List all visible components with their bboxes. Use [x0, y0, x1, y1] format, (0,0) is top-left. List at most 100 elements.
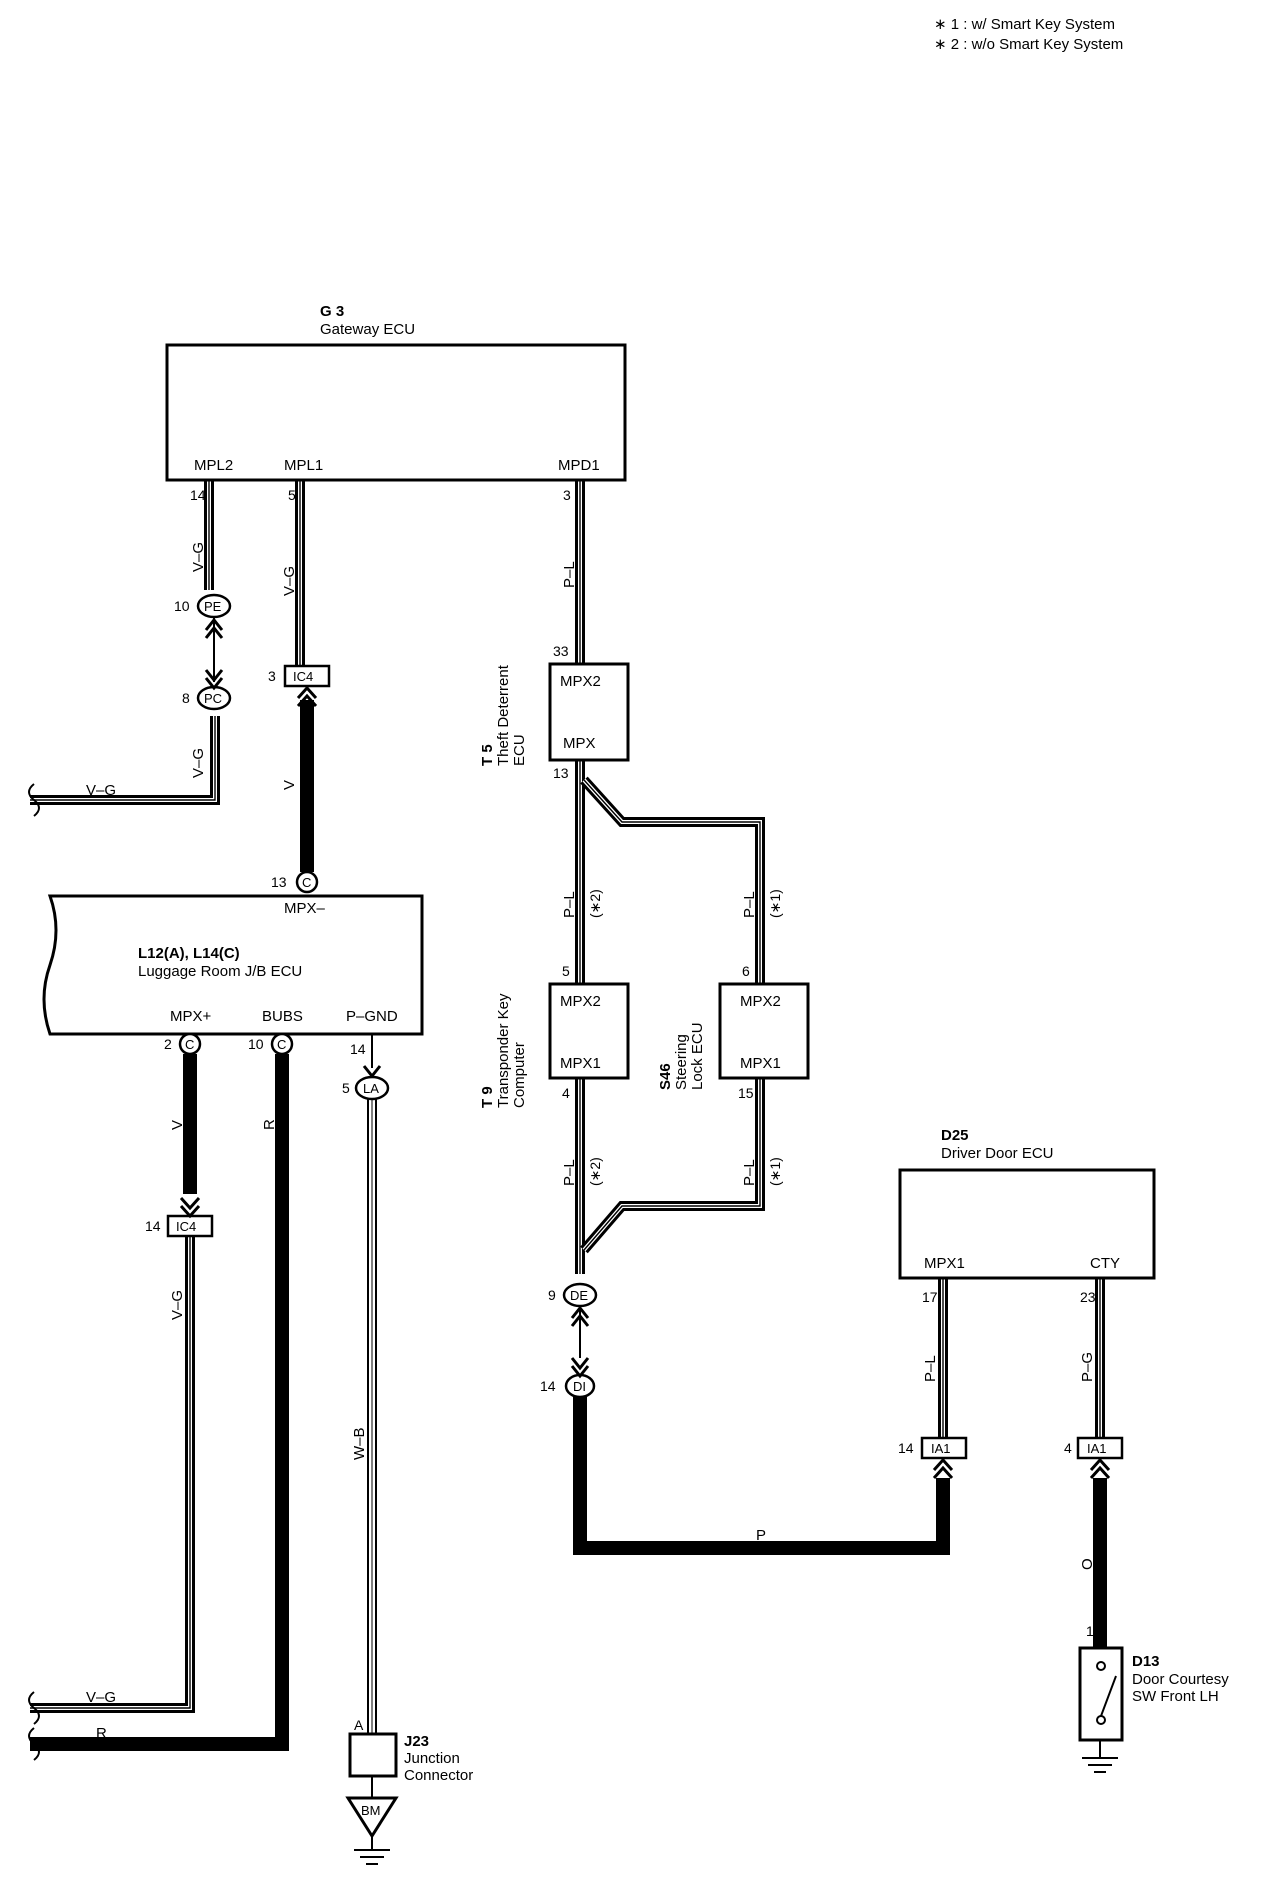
pin-di: 14 — [540, 1378, 556, 1394]
pin-pe: 10 — [174, 598, 190, 614]
ground-icon — [1082, 1757, 1118, 1773]
g3-terminal-mpl1: MPL1 — [284, 457, 323, 474]
wire-color-label: V–G — [86, 782, 116, 799]
l12-code: L12(A), L14(C) — [138, 945, 240, 962]
svg-text:C: C — [185, 1037, 194, 1052]
chevron-icon — [179, 617, 1111, 1480]
pin-s46-mpx2: 6 — [742, 963, 750, 979]
svg-text:C: C — [277, 1037, 286, 1052]
d13-name-line2: SW Front LH — [1132, 1688, 1219, 1705]
junction-connector-box — [348, 1732, 398, 1778]
wire-color-label: P–L — [741, 891, 758, 918]
wire-color-label: P–L — [922, 1355, 939, 1382]
s46-name-line1: Steering — [673, 1034, 690, 1090]
wire-note-label: (∗1) — [767, 889, 783, 918]
pin-g3-mpd1: 3 — [563, 487, 571, 503]
wire-color-label: P–L — [561, 561, 578, 588]
j23-pin-a: A — [354, 1717, 364, 1733]
pin-pgnd: 14 — [350, 1041, 366, 1057]
wire-color-label: P — [756, 1527, 766, 1544]
wire-ic4-vg-out — [30, 1232, 195, 1713]
pin-ia1-cty: 4 — [1064, 1440, 1072, 1456]
d25-terminal-mpx1: MPX1 — [924, 1255, 965, 1272]
t5-terminal-mpx2: MPX2 — [560, 673, 601, 690]
wire-note-label: (∗1) — [767, 1157, 783, 1186]
s46-name-line2: Lock ECU — [689, 1022, 706, 1090]
d13-pin: 1 — [1086, 1623, 1094, 1639]
pin-d25-cty: 23 — [1080, 1289, 1096, 1305]
wire-pc-vg-out — [30, 716, 220, 805]
pin-g3-mpl1: 5 — [288, 487, 296, 503]
svg-text:IA1: IA1 — [931, 1441, 951, 1456]
luggage-jb-ecu-box — [42, 894, 424, 1036]
pin-d25-mpx1: 17 — [922, 1289, 938, 1305]
connector-pe-label: PE — [204, 599, 222, 614]
pin-pc: 8 — [182, 690, 190, 706]
theft-deterrent-ecu-box — [548, 662, 630, 762]
connector-ic4-top: IC4 — [283, 664, 331, 688]
g3-terminal-mpl2: MPL2 — [194, 457, 233, 474]
pin-t9-mpx2: 5 — [562, 963, 570, 979]
note-no-smart-key: ∗ 2 : w/o Smart Key System — [934, 36, 1123, 53]
pin-de: 9 — [548, 1287, 556, 1303]
s46-terminal-mpx2: MPX2 — [740, 993, 781, 1010]
connector-de: DE — [562, 1282, 598, 1308]
connector-c-bubs: C — [270, 1032, 294, 1056]
pin-la: 5 — [342, 1080, 350, 1096]
pin-t5-mpx: 13 — [553, 765, 569, 781]
pin-t9-mpx1: 4 — [562, 1085, 570, 1101]
note-smart-key: ∗ 1 : w/ Smart Key System — [934, 16, 1115, 33]
wire-color-label: P–L — [561, 891, 578, 918]
s46-code: S46 — [657, 1063, 674, 1090]
wire-color-label: V–G — [86, 1689, 116, 1706]
wire-t5-s46-pl — [580, 776, 765, 984]
gateway-ecu-code: G 3 — [320, 303, 344, 320]
connector-pe: PE — [196, 593, 232, 619]
steering-lock-ecu-box — [718, 982, 810, 1080]
wire-color-label: V — [281, 780, 298, 790]
t5-name-line1: Theft Deterrent — [495, 664, 512, 766]
s46-terminal-mpx1: MPX1 — [740, 1055, 781, 1072]
svg-text:DE: DE — [570, 1288, 588, 1303]
wire-bubs-r — [30, 1054, 289, 1751]
svg-text:IC4: IC4 — [293, 669, 313, 684]
pin-g3-mpl2: 14 — [190, 487, 206, 503]
t9-code: T 9 — [479, 1086, 496, 1108]
t5-terminal-mpx: MPX — [563, 735, 596, 752]
d25-code: D25 — [941, 1127, 969, 1144]
wire-note-label: (∗2) — [587, 889, 603, 918]
wire-color-label: P–L — [741, 1159, 758, 1186]
ground-icon — [354, 1849, 390, 1865]
wire-color-label: R — [261, 1119, 278, 1130]
pin-mpx-plus: 2 — [164, 1036, 172, 1052]
g3-terminal-mpd1: MPD1 — [558, 457, 600, 474]
d25-terminal-cty: CTY — [1090, 1255, 1120, 1272]
d13-code: D13 — [1132, 1653, 1160, 1670]
connector-pc-label: PC — [204, 691, 222, 706]
wire-color-label: P–G — [1079, 1352, 1096, 1382]
pin-bubs: 10 — [248, 1036, 264, 1052]
wire-color-label: V–G — [281, 566, 298, 596]
l12-terminal-bubs: BUBS — [262, 1008, 303, 1025]
t5-code: T 5 — [479, 744, 496, 766]
connector-c-mpx-minus: C — [295, 870, 319, 894]
bm-ground-connector — [345, 1796, 399, 1839]
l12-terminal-mpx-minus: MPX– — [284, 900, 326, 917]
t9-name-line2: Computer — [511, 1042, 528, 1108]
svg-text:DI: DI — [573, 1379, 586, 1394]
l12-terminal-pgnd: P–GND — [346, 1008, 398, 1025]
j23-name-line2: Connector — [404, 1767, 473, 1784]
wires — [30, 480, 1107, 1850]
pin-s46-mpx1: 15 — [738, 1085, 754, 1101]
gateway-ecu-box — [165, 343, 627, 482]
gateway-ecu-name: Gateway ECU — [320, 321, 415, 338]
connector-ia1-cty: IA1 — [1076, 1436, 1124, 1460]
wire-color-label: V–G — [169, 1290, 186, 1320]
j23-name-line1: Junction — [404, 1750, 460, 1767]
wire-color-label: V–G — [190, 542, 207, 572]
connector-di: DI — [564, 1373, 596, 1399]
pin-mpx-minus: 13 — [271, 874, 287, 890]
pin-ic4-bottom: 14 — [145, 1218, 161, 1234]
cut-marks — [28, 783, 40, 1761]
